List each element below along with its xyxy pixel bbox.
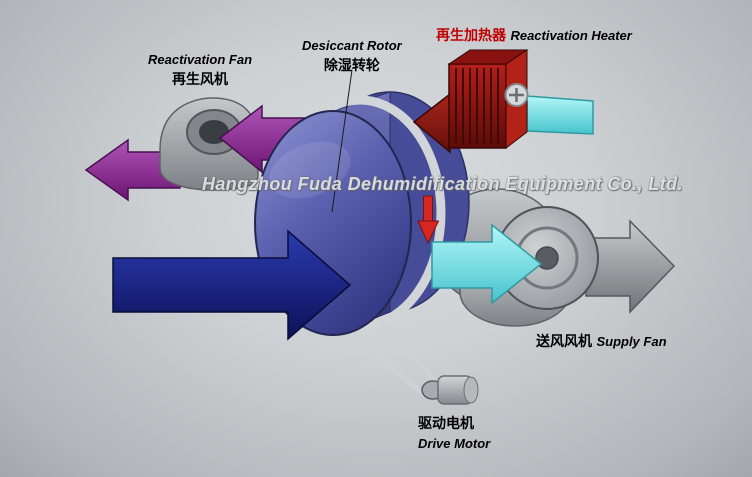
reactivation-fan-label-zh: 再生风机 bbox=[172, 71, 229, 87]
rotation-direction-arrow bbox=[417, 195, 440, 245]
supply-air-outlet-arrow bbox=[585, 219, 676, 314]
desiccant-rotor-label: Desiccant Rotor 除湿转轮 bbox=[302, 36, 402, 76]
drive-motor bbox=[350, 318, 479, 405]
heater-inlet-duct-arrow bbox=[526, 95, 594, 135]
desiccant-rotor-label-zh: 除湿转轮 bbox=[323, 57, 380, 73]
drive-motor-label-en: Drive Motor bbox=[418, 436, 491, 451]
reactivation-heater-label: 再生加热器 Reactivation Heater bbox=[436, 26, 632, 46]
supply-fan-label: 送风风机 Supply Fan bbox=[536, 332, 667, 352]
desiccant-rotor-label-en: Desiccant Rotor bbox=[302, 38, 402, 53]
drive-belt-upper bbox=[378, 318, 439, 385]
reactivation-heater-label-zh: 再生加热器 bbox=[436, 27, 506, 43]
reactivation-fan-housing bbox=[159, 97, 259, 191]
reactivation-fan-label-en: Reactivation Fan bbox=[148, 52, 253, 67]
motor-end-cap bbox=[463, 376, 479, 404]
drive-motor-label-zh: 驱动电机 bbox=[418, 415, 474, 431]
rotor-label-leader-line bbox=[331, 69, 353, 213]
reactivation-heater-label-en: Reactivation Heater bbox=[510, 28, 632, 43]
reactivation-heater bbox=[412, 49, 594, 154]
heater-badge-cross-icon bbox=[509, 88, 524, 102]
supply-fan-label-zh: 送风风机 bbox=[536, 333, 592, 349]
drive-motor-label: 驱动电机 Drive Motor bbox=[418, 414, 490, 454]
watermark-text: Hangzhou Fuda Dehumidification Equipment… bbox=[202, 174, 683, 194]
reactivation-fan-label: Reactivation Fan 再生风机 bbox=[148, 50, 252, 90]
dry-air-outlet-arrow bbox=[431, 223, 543, 305]
drive-belt-lower bbox=[350, 333, 428, 398]
supply-fan-label-en: Supply Fan bbox=[596, 334, 667, 349]
rotor-highlight bbox=[269, 141, 351, 199]
heater-grille bbox=[455, 68, 499, 144]
process-air-inlet-arrow bbox=[112, 229, 352, 341]
